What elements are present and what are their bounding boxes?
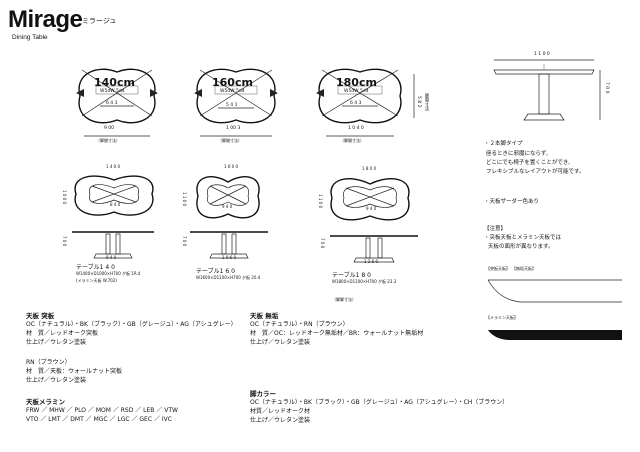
drawing-160-leg: 7 0 0: [182, 236, 187, 247]
product-subtitle: Dining Table: [12, 34, 48, 41]
top-view-180-depth: 5 8 2: [416, 96, 421, 108]
spec-walnut-material: 材 質／天板：ウォールナット突板: [26, 368, 123, 375]
spec-legs-material: 材質／レッドオーク材: [250, 408, 311, 415]
top-view-140-caption: （脚間寸法）: [96, 138, 120, 143]
attention-line-1: ・突板天板とメラミン天板では: [484, 235, 562, 241]
top-view-160-inner: 5 4 1: [226, 103, 238, 108]
drawing-180-elevation: [330, 235, 418, 263]
spec-solid-colors: OC（ナチュラル）・RN（ブラウン）: [250, 321, 349, 328]
drawing-140-extra: (メラミン天板 W.702): [76, 278, 117, 283]
drawing-180-inner: 9 4 0: [366, 206, 377, 211]
drawing-140-depth: 1 0 0 0: [62, 190, 67, 204]
brand-kana: ミラージュ: [82, 17, 117, 25]
top-view-160-size: 160cm: [212, 76, 253, 89]
spec-legs-colors: OC（ナチュラル）・BK（ブラック）・GB（グレージュ）・AG（アシュグレー）・…: [250, 399, 509, 406]
spec-legs-title: 脚カラー: [250, 390, 276, 398]
drawing-180-leg: 7 0 0: [320, 238, 325, 249]
spec-walnut-finish: 仕上げ／ウレタン塗装: [26, 377, 87, 384]
side-elevation-height: 7 0 0: [604, 82, 609, 94]
drawing-140-size: W1400×D1000×H700 夕板 1R.4: [76, 271, 141, 276]
attention-line-2: 天板の面形が異なります。: [488, 244, 554, 250]
top-view-160-caption: （脚間寸法）: [218, 138, 242, 143]
spec-veneer-title: 天板 突板: [26, 312, 55, 320]
drawing-140-base: 9 4 0: [106, 255, 117, 260]
spec-veneer-colors: OC（ナチュラル）・BK（ブラック）・GB（グレージュ）・AG（アシュグレー）: [26, 321, 237, 328]
drawing-180-name: テーブル1 8 0: [332, 272, 371, 279]
spec-walnut-title: RN（ブラウン）: [26, 359, 71, 366]
top-view-140-width: 9 00: [104, 126, 115, 131]
drawing-140-leg: 7 0 0: [62, 236, 67, 247]
spec-veneer-material: 材 質／レッドオーク突板: [26, 330, 99, 337]
top-view-160-width: 1 00 3: [226, 126, 241, 131]
edge-profile-melamine: [488, 330, 622, 340]
type-note: ・２本脚タイプ: [484, 141, 523, 147]
drawing-180-base: 1 2 6 0: [364, 259, 378, 264]
top-view-180-drawing: [316, 68, 415, 137]
top-view-180-caption: （脚間寸法）: [340, 138, 364, 143]
edge-profile-veneer: [487, 279, 622, 303]
drawing-160-base: 1 0 6 0: [222, 255, 236, 260]
edge-veneer-label: 【突板天板】: [486, 266, 510, 271]
top-view-140-inner: 6 4 3: [106, 101, 118, 106]
edge-melamine-label: 【メラミン天板】: [486, 315, 518, 320]
drawing-160-top-width: 1 6 0 0: [224, 164, 238, 169]
top-view-160-drawing: [194, 68, 278, 137]
drawing-140-plan: [74, 175, 154, 216]
top-view-140-drawing: [76, 68, 158, 137]
drawing-160-inner: 9 4 0: [222, 204, 233, 209]
spec-legs-finish: 仕上げ／ウレタン塗装: [250, 417, 311, 424]
spec-melamine-row1: FRW ／ MHW ／ PLO ／ MOM ／ RSD ／ LEB ／ VTW: [26, 407, 178, 414]
drawing-180-plan: [330, 178, 410, 221]
drawing-160-name: テーブル1 6 0: [196, 268, 235, 275]
edge-solid-label: 【無垢天板】: [512, 266, 536, 271]
drawing-160-depth: 1 1 0 0: [182, 192, 187, 206]
top-view-180-board: W5dW 5d4: [344, 89, 369, 94]
spec-veneer-finish: 仕上げ／ウレタン塗装: [26, 339, 87, 346]
attention-title: 【注意】: [484, 226, 507, 232]
drawing-160-plan: [196, 176, 260, 219]
drawing-180-depth: 1 1 0 0: [318, 194, 323, 208]
drawing-180-top-width: 1 8 0 0: [362, 166, 376, 171]
top-view-160-board: W5dW 5d4: [220, 89, 245, 94]
drawing-160-elevation: [190, 231, 268, 259]
spec-solid-material: 材 質／OC：レッドオーク無垢材／BR：ウォールナット無垢材: [250, 330, 424, 337]
scale-caption: （脚脚寸法）: [332, 297, 356, 302]
drawing-140-top-width: 1 4 0 0: [106, 164, 120, 169]
spec-solid-finish: 仕上げ／ウレタン塗装: [250, 339, 311, 346]
side-elevation-width: 1 1 0 0: [534, 52, 550, 57]
spec-solid-title: 天板 無垢: [250, 312, 279, 320]
feature-line-2: どこにでも椅子を置くことができ、: [486, 160, 574, 166]
brand-title: Mirage: [8, 6, 83, 33]
spec-melamine-row2: VTO ／ LMT ／ DMT ／ MGC ／ LGC ／ GEC ／ IVC: [26, 416, 172, 423]
drawing-140-name: テーブル1 4 0: [76, 264, 115, 271]
top-view-180-inner: 6 4 3: [350, 101, 362, 106]
drawing-140-inner: 8 4 0: [110, 202, 121, 207]
top-view-180-size: 180cm: [336, 76, 377, 89]
drawing-160-size: W1600×D1100×H700 夕板 20.4: [196, 275, 261, 280]
top-view-140-size: 140cm: [94, 76, 135, 89]
top-view-180-width: 1 0 4 0: [348, 126, 364, 131]
spec-melamine-title: 天板メラミン: [26, 398, 65, 406]
side-elevation-drawing: [493, 59, 601, 121]
feature-line-3: フレキシブルなレイアウトが可能です。: [486, 169, 585, 175]
top-view-140-board: W5dW 5d4: [100, 89, 125, 94]
top-view-180-depth-caption: （脚間寸法）: [425, 90, 430, 114]
stopper-note: ・天板ザーダー色あり: [484, 199, 540, 205]
drawing-140-elevation: [72, 231, 154, 259]
drawing-180-size: W1800×D1100×H700 夕板 23.3: [332, 279, 397, 284]
feature-line-1: 座るときに邪魔にならず、: [486, 151, 552, 157]
